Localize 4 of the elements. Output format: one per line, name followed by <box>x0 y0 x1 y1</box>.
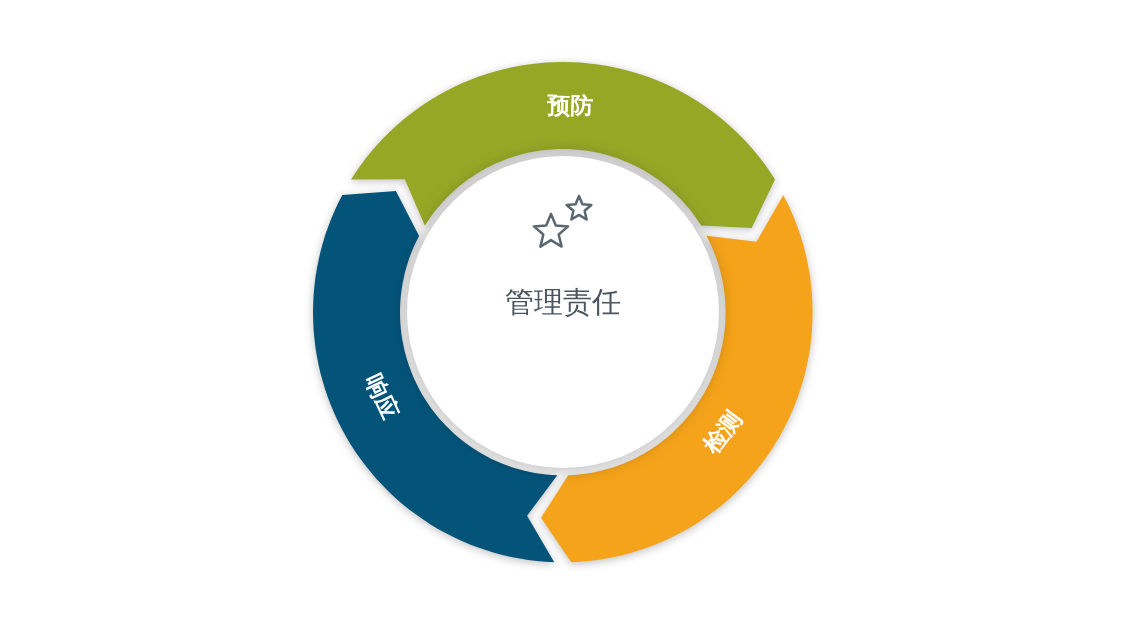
segment-label: 响应 <box>359 369 405 424</box>
segment-label: 预防 <box>546 90 594 122</box>
center-label: 管理责任 <box>505 283 621 321</box>
segment-label: 检测 <box>697 404 748 461</box>
